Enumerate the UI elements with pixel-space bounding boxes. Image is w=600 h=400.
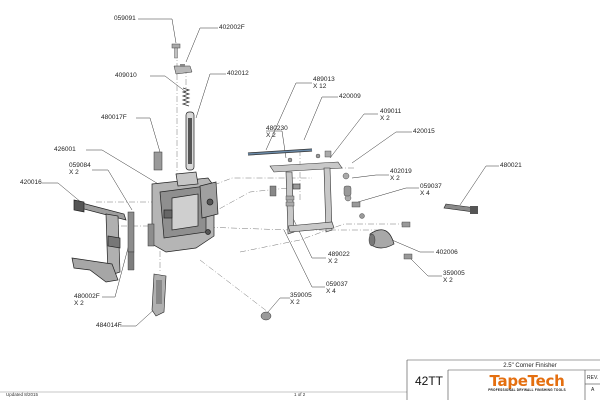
part-number: 059037	[420, 183, 442, 190]
body-426001	[151, 171, 219, 253]
block-480017f	[153, 151, 163, 171]
leader-lines	[42, 18, 499, 327]
part-number: 484014F	[96, 322, 122, 329]
screws-059037-right	[343, 185, 411, 228]
roller-402006	[368, 229, 395, 249]
part-number: 059037	[326, 281, 348, 288]
rod-402012	[185, 111, 195, 171]
model-code: 42TT	[414, 374, 443, 388]
part-label-402002f: 402002F	[219, 24, 245, 31]
part-number: 409010	[115, 72, 137, 79]
part-label-402012: 402012	[227, 70, 249, 77]
frame-420015	[269, 161, 343, 235]
washers-402019	[342, 172, 352, 202]
part-number: 409011	[380, 108, 402, 115]
cap-402002f	[173, 64, 193, 75]
part-label-059091: 059091	[114, 15, 136, 22]
part-number: 420009	[339, 93, 361, 100]
part-number: 402006	[436, 249, 458, 256]
part-quantity: X 2	[69, 169, 79, 176]
part-quantity: X 2	[380, 115, 390, 122]
logo-text: TapeTech	[489, 372, 565, 390]
revision-value: A	[591, 387, 595, 393]
wire-489013	[247, 148, 313, 156]
part-number: 420016	[20, 179, 42, 186]
part-number: 480230	[266, 125, 288, 132]
plate-480002f	[127, 251, 135, 271]
part-number: 480021	[500, 162, 522, 169]
part-number: 480002F	[74, 293, 100, 300]
part-number: 480017F	[101, 114, 127, 121]
part-quantity: X 2	[74, 300, 84, 307]
part-number: 426001	[54, 146, 76, 153]
tapetech-logo: TapeTech PROFESSIONAL DRYWALL FINISHING …	[470, 371, 584, 395]
spacers-059084	[127, 211, 155, 253]
part-quantity: X 2	[328, 258, 338, 265]
part-quantity: X 2	[390, 175, 400, 182]
part-quantity: X 2	[290, 299, 300, 306]
part-quantity: X 2	[443, 277, 453, 284]
part-number: 402012	[227, 70, 249, 77]
part-label-480017f: 480017F	[101, 114, 127, 121]
part-number: 359005	[290, 292, 312, 299]
part-label-402006: 402006	[436, 249, 458, 256]
knob-359005-lower	[260, 311, 272, 321]
revision-label: REV.	[587, 375, 599, 381]
spring-409010	[181, 87, 191, 107]
part-quantity: X 2	[266, 132, 276, 139]
handle-484014f	[151, 273, 167, 317]
title-block	[0, 359, 600, 400]
part-label-480021: 480021	[500, 162, 522, 169]
plates-480230	[269, 185, 295, 207]
part-number: 489013	[313, 76, 335, 83]
part-number: 059084	[69, 162, 91, 169]
part-quantity: X 12	[313, 83, 327, 90]
part-quantity: X 4	[326, 288, 336, 295]
drawing-title: 2.5" Corner Finisher	[503, 363, 557, 369]
part-number: 402019	[390, 168, 412, 175]
part-number: 489022	[328, 251, 350, 258]
part-label-484014f: 484014F	[96, 322, 122, 329]
part-label-420016: 420016	[20, 179, 42, 186]
part-number: 359005	[443, 270, 465, 277]
assembly-axes	[96, 52, 406, 313]
part-number: 420015	[413, 128, 435, 135]
knob-359005-upper	[403, 253, 413, 260]
blade-480021	[443, 203, 478, 214]
part-number: 402002F	[219, 24, 245, 31]
page-number: 1 of 2	[294, 392, 306, 397]
part-label-420015: 420015	[413, 128, 435, 135]
arm-420016	[71, 199, 127, 283]
updated-date: Updated 8/2015	[6, 392, 39, 397]
part-number: 059091	[114, 15, 136, 22]
pins-420009	[287, 153, 321, 163]
screw-059091	[171, 43, 181, 59]
studs-409011	[324, 150, 332, 158]
part-label-409010: 409010	[115, 72, 137, 79]
part-quantity: X 4	[420, 190, 430, 197]
part-label-426001: 426001	[54, 146, 76, 153]
logo-tagline: PROFESSIONAL DRYWALL FINISHING TOOLS	[488, 388, 566, 392]
part-label-420009: 420009	[339, 93, 361, 100]
